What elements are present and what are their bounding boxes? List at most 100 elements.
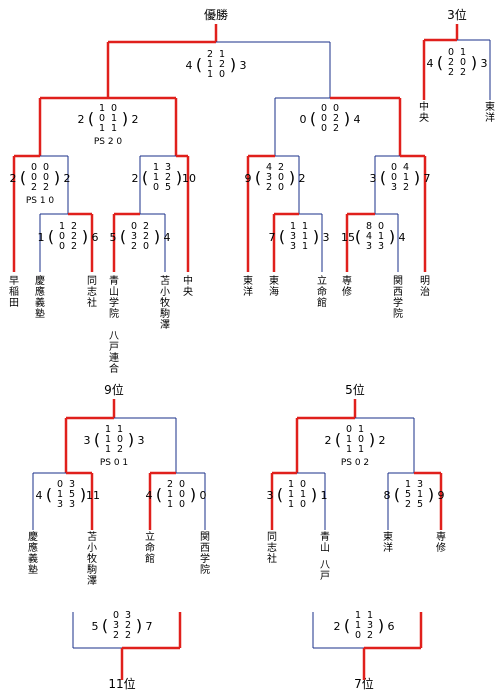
total-score-right: 4 <box>164 231 171 244</box>
period-score-left: 0 <box>59 241 65 252</box>
period-score-left: 1 <box>105 424 111 435</box>
period-score-left: 2 <box>405 499 411 510</box>
bracket-paren-right: ) <box>289 168 295 187</box>
bracket-paren-left: ( <box>94 430 100 449</box>
period-score-left: 0 <box>321 113 327 124</box>
period-score-left: 2 <box>448 67 454 78</box>
bracket-paren-left: ( <box>335 430 341 449</box>
bracket-paren-left: ( <box>46 485 52 504</box>
team-chuo: 中央 <box>419 100 429 124</box>
total-score-right: 2 <box>299 172 306 185</box>
total-score-right: 6 <box>388 620 395 633</box>
team-keio: 慶應義塾 <box>28 530 38 576</box>
period-score-left: 3 <box>266 172 272 183</box>
period-score-left: 1 <box>207 59 213 70</box>
total-score-right: 4 <box>399 231 406 244</box>
bracket-paren-left: ( <box>120 227 126 246</box>
period-score-right: 5 <box>165 182 171 193</box>
bracket-paren-left: ( <box>88 109 94 128</box>
period-score-left: 1 <box>105 444 111 455</box>
period-score-left: 1 <box>99 103 105 114</box>
period-score-left: 2 <box>448 57 454 68</box>
period-score-left: 1 <box>207 69 213 80</box>
period-score-right: 2 <box>165 172 171 183</box>
bracket-paren-left: ( <box>355 227 361 246</box>
bracket-paren-right: ) <box>190 485 196 504</box>
period-score-left: 1 <box>153 172 159 183</box>
period-score-right: 1 <box>117 424 123 435</box>
period-score-right: 0 <box>333 103 339 114</box>
period-score-right: 1 <box>219 49 225 60</box>
bracket-paren-left: ( <box>20 168 26 187</box>
period-score-left: 0 <box>131 221 137 232</box>
total-score-right: 3 <box>240 59 247 72</box>
period-score-right: 2 <box>117 444 123 455</box>
team-ritsumeikan: 立命館 <box>145 530 155 565</box>
period-score-left: 1 <box>405 479 411 490</box>
total-score-right: 2 <box>64 172 71 185</box>
team-kansai: 関西学院 <box>393 275 403 320</box>
period-score-right: 1 <box>460 47 466 58</box>
bracket-paren-left: ( <box>48 227 54 246</box>
bracket-paren-left: ( <box>279 227 285 246</box>
period-score-right: 0 <box>43 162 49 173</box>
period-score-left: 0 <box>391 162 397 173</box>
period-score-left: 0 <box>99 113 105 124</box>
period-score-left: 2 <box>167 479 173 490</box>
period-score-left: 0 <box>31 162 37 173</box>
period-score-right: 2 <box>333 123 339 134</box>
period-score-right: 2 <box>460 67 466 78</box>
period-score-right: 2 <box>71 221 77 232</box>
period-score-right: 2 <box>43 182 49 193</box>
period-score-left: 0 <box>31 172 37 183</box>
header-third-place: 3位 <box>447 7 467 22</box>
period-score-right: 2 <box>71 231 77 242</box>
penalty-shootout-note: PS 0 2 <box>341 458 369 468</box>
bracket-paren-right: ) <box>414 168 420 187</box>
period-score-right: 0 <box>378 221 384 232</box>
team-names: 早稲田慶應義塾同志社青山学院八戸連合苫小牧駒澤中央東洋東海立命館専修関西学院明治… <box>9 100 495 587</box>
third-place-lines <box>422 24 491 100</box>
period-score-right: 2 <box>278 162 284 173</box>
total-score-right: 2 <box>132 113 139 126</box>
total-score-left: 2 <box>78 113 85 126</box>
period-score-right: 0 <box>460 57 466 68</box>
bracket-paren-right: ) <box>128 430 134 449</box>
period-score-right: 2 <box>71 241 77 252</box>
period-score-right: 1 <box>378 231 384 242</box>
period-score-left: 2 <box>131 241 137 252</box>
header-eleventh-place: 11位 <box>108 676 135 691</box>
period-score-left: 0 <box>346 424 352 435</box>
fifth-place-lines <box>270 399 443 530</box>
period-score-right: 1 <box>417 489 423 500</box>
period-score-right: 1 <box>302 241 308 252</box>
total-score-left: 1 <box>38 231 45 244</box>
header-champion: 優勝 <box>204 7 228 22</box>
team-keio: 慶應義塾 <box>35 274 45 320</box>
total-score-right: 1 <box>321 489 328 502</box>
main-bracket-lines <box>12 24 427 272</box>
period-score-left: 0 <box>59 231 65 242</box>
total-score-right: 6 <box>92 231 99 244</box>
total-score-right: 9 <box>438 489 445 502</box>
bracket-paren-right: ) <box>378 616 384 635</box>
total-score-left: 0 <box>300 113 307 126</box>
bracket-paren-right: ) <box>471 53 477 72</box>
period-score-right: 0 <box>43 172 49 183</box>
period-score-left: 3 <box>57 499 63 510</box>
period-score-left: 0 <box>321 123 327 134</box>
period-score-right: 5 <box>69 489 75 500</box>
total-score-right: 4 <box>354 113 361 126</box>
period-score-left: 0 <box>57 479 63 490</box>
period-score-left: 0 <box>321 103 327 114</box>
